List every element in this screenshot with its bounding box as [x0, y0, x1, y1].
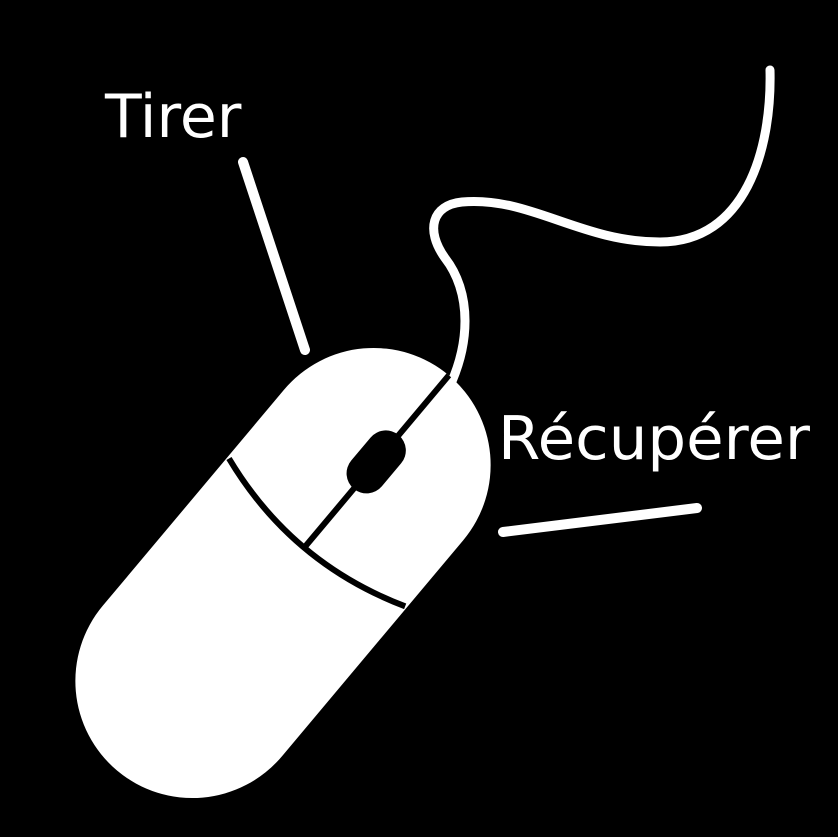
scroll-wheel — [346, 430, 406, 494]
label-left-button: Tirer — [104, 82, 242, 152]
mouse-cable — [429, 65, 775, 410]
mouse-body — [75, 347, 491, 799]
tirer-leader-line — [238, 157, 310, 355]
recuperer-leader-line — [498, 503, 702, 537]
computer-mouse-icon — [75, 347, 491, 799]
label-right-button: Récupérer — [498, 404, 810, 474]
